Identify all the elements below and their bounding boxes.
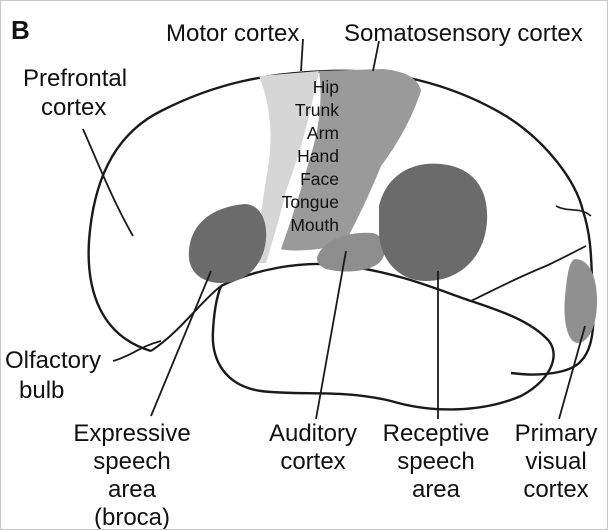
- lateral-fissure: [151, 286, 221, 351]
- homunculus-label: Trunk: [295, 100, 339, 120]
- homunculus-label: Hip: [313, 77, 339, 97]
- label-expressive-line3: area: [108, 476, 157, 503]
- label-auditory-line1: Auditory: [269, 420, 357, 447]
- label-receptive-line2: speech: [397, 448, 474, 475]
- sulcus-line: [556, 206, 591, 216]
- label-receptive-line3: area: [412, 476, 461, 503]
- label-expressive-line2: speech: [93, 448, 170, 475]
- label-motor-cortex: Motor cortex: [166, 20, 299, 47]
- label-prefrontal-cortex-line1: Prefrontal: [23, 65, 127, 92]
- label-visual-line2: visual: [525, 448, 586, 475]
- label-receptive-line1: Receptive: [383, 420, 490, 447]
- label-prefrontal-cortex-line2: cortex: [41, 94, 106, 121]
- receptive-speech-area: [379, 164, 487, 281]
- homunculus-label: Arm: [307, 123, 339, 143]
- label-auditory-line2: cortex: [280, 448, 345, 475]
- pointer-line-motor: [301, 39, 303, 71]
- label-olfactory-bulb-line2: bulb: [19, 377, 64, 404]
- label-expressive-line4: (broca): [94, 504, 170, 529]
- homunculus-label: Mouth: [290, 215, 339, 235]
- homunculus-label: Tongue: [282, 192, 339, 212]
- label-visual-line1: Primary: [515, 420, 598, 447]
- label-expressive-line1: Expressive: [73, 420, 190, 447]
- homunculus-label: Face: [300, 169, 339, 189]
- label-visual-line3: cortex: [523, 476, 588, 503]
- label-somatosensory-cortex: Somatosensory cortex: [344, 20, 583, 47]
- expressive-speech-area: [189, 204, 266, 283]
- panel-letter: B: [11, 15, 30, 45]
- pointer-line-olfactory: [113, 341, 161, 361]
- homunculus-label: Hand: [297, 146, 339, 166]
- label-olfactory-bulb-line1: Olfactory: [5, 347, 101, 374]
